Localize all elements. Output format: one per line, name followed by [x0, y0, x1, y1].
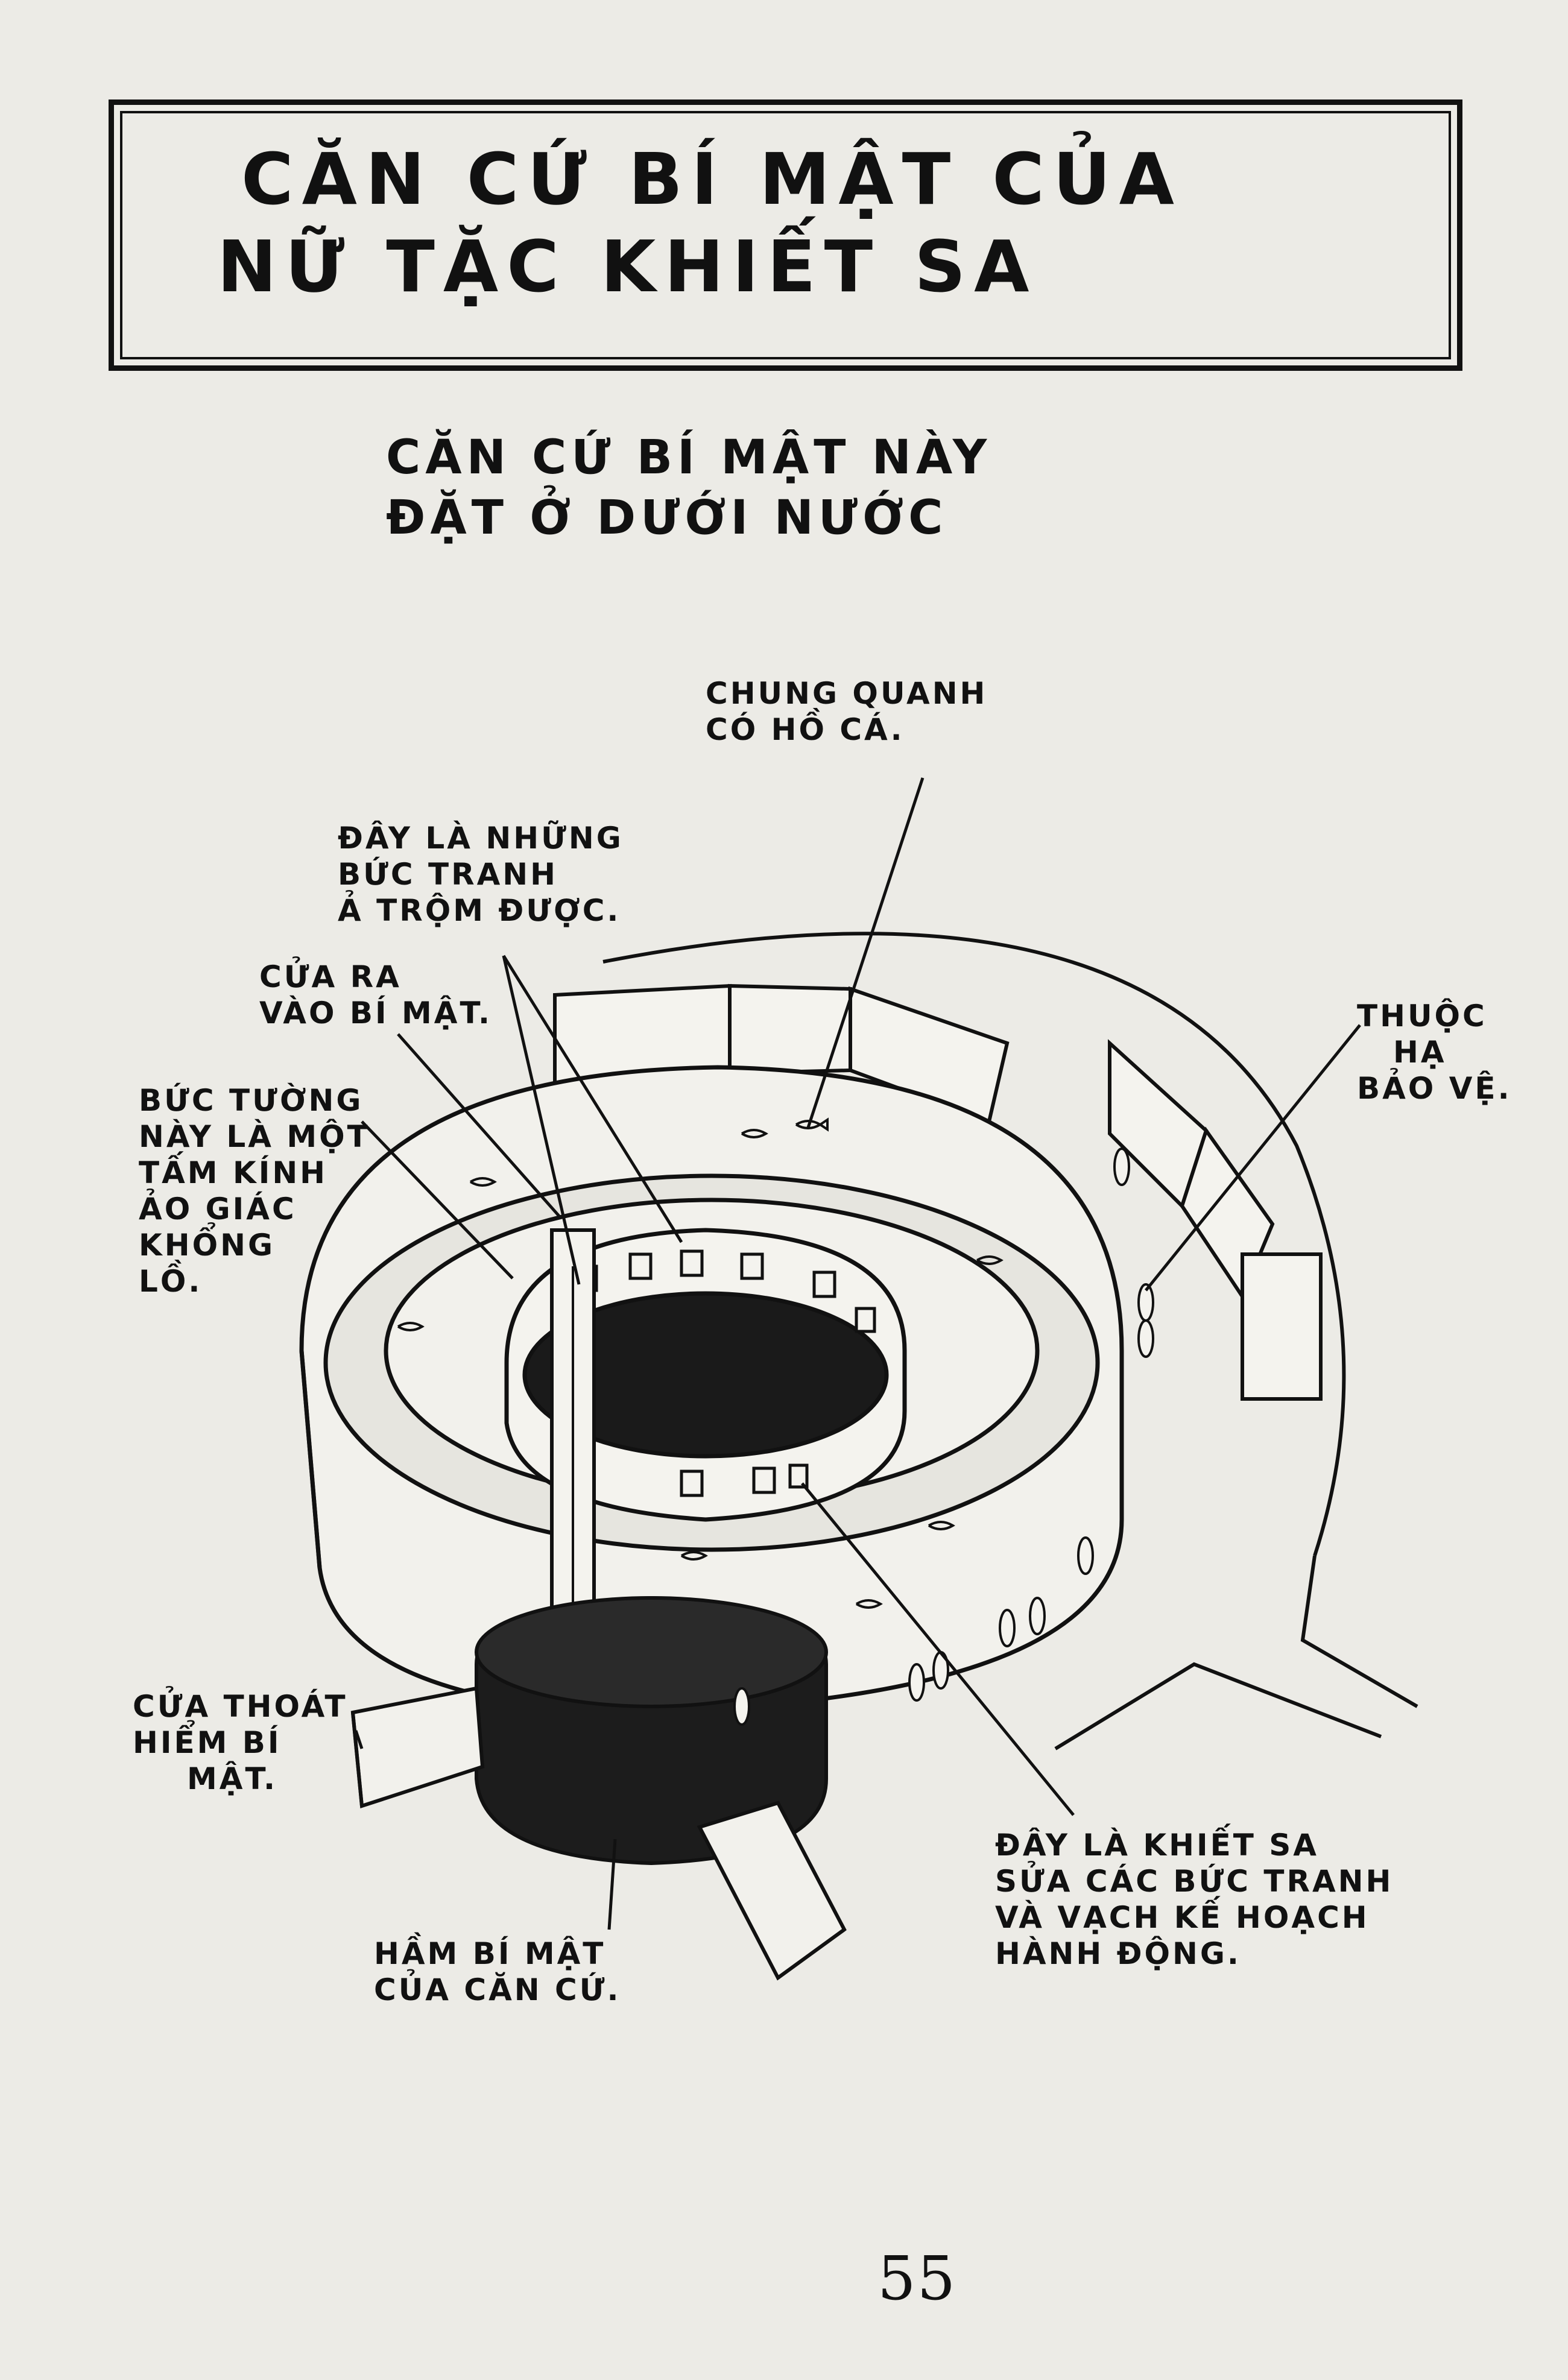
- leader-lines: [354, 777, 1361, 1930]
- label-illusion-wall: Bức tường này là một tấm kính ảo giác kh…: [139, 1082, 370, 1299]
- label-illusion-wall-line: này là một: [139, 1119, 370, 1154]
- label-secret-door-line: vào bí mật.: [259, 996, 492, 1031]
- label-illusion-wall-line: lồ.: [139, 1264, 203, 1299]
- title-line-1: Căn cứ bí mật của: [241, 137, 1183, 221]
- label-paintings-line: bức tranh: [338, 857, 558, 892]
- label-guards-line: hạ: [1393, 1035, 1447, 1070]
- label-vault: Hầm bí mật của căn cứ.: [374, 1936, 621, 2008]
- label-workroom-line: Đây là Khiết Sa: [995, 1828, 1319, 1863]
- label-illusion-wall-line: Bức tường: [139, 1083, 364, 1118]
- label-workroom-line: và vạch kế hoạch: [995, 1900, 1370, 1935]
- label-guards-line: Thuộc: [1357, 999, 1487, 1034]
- inner-ring: [504, 1228, 907, 1522]
- label-paintings-line: ả trộm được.: [338, 893, 621, 928]
- label-escape-door-line: mật.: [187, 1761, 277, 1796]
- label-workroom: Đây là Khiết Sa sửa các bức tranh và vạc…: [995, 1827, 1393, 1972]
- label-workroom-line: hành động.: [995, 1936, 1241, 1971]
- label-escape-door: Cửa thoát hiểm bí mật.: [133, 1688, 348, 1797]
- label-workroom-line: sửa các bức tranh: [995, 1864, 1394, 1899]
- label-escape-door-line: hiểm bí: [133, 1725, 282, 1760]
- label-illusion-wall-line: tấm kính: [139, 1155, 328, 1190]
- label-aquarium: Chung quanh có hồ cá.: [706, 675, 987, 748]
- bottom-tunnel: [697, 1801, 847, 1981]
- vault-base: [475, 1596, 828, 1866]
- label-illusion-wall-line: khổng: [139, 1228, 275, 1263]
- label-escape-door-line: Cửa thoát: [133, 1689, 348, 1724]
- page-number: 55: [877, 2243, 957, 2314]
- outer-corridor: [602, 932, 1418, 1750]
- subtitle-line-2: đặt ở dưới nước: [386, 491, 948, 545]
- label-paintings-line: Đây là những: [338, 821, 624, 856]
- label-guards: Thuộc hạ bảo vệ.: [1357, 998, 1512, 1106]
- escape-tunnel: [350, 1686, 485, 1809]
- label-guards-line: bảo vệ.: [1357, 1071, 1512, 1106]
- label-secret-door: Cửa ra vào bí mật.: [259, 959, 492, 1031]
- subtitle-line-1: Căn cứ bí mật này: [386, 431, 992, 485]
- label-secret-door-line: Cửa ra: [259, 959, 402, 994]
- label-vault-line: của căn cứ.: [374, 1972, 621, 2007]
- label-vault-line: Hầm bí mật: [374, 1936, 606, 1971]
- guard-figures: [733, 1147, 1154, 1726]
- label-aquarium-line: Chung quanh: [706, 676, 988, 711]
- label-illusion-wall-line: ảo giác: [139, 1192, 297, 1226]
- title-box: [109, 99, 1462, 371]
- label-aquarium-line: có hồ cá.: [706, 712, 905, 747]
- title-line-2: nữ tặc Khiết Sa: [217, 225, 1038, 308]
- fish-doodles: [397, 1117, 1004, 1609]
- label-paintings: Đây là những bức tranh ả trộm được.: [338, 820, 624, 929]
